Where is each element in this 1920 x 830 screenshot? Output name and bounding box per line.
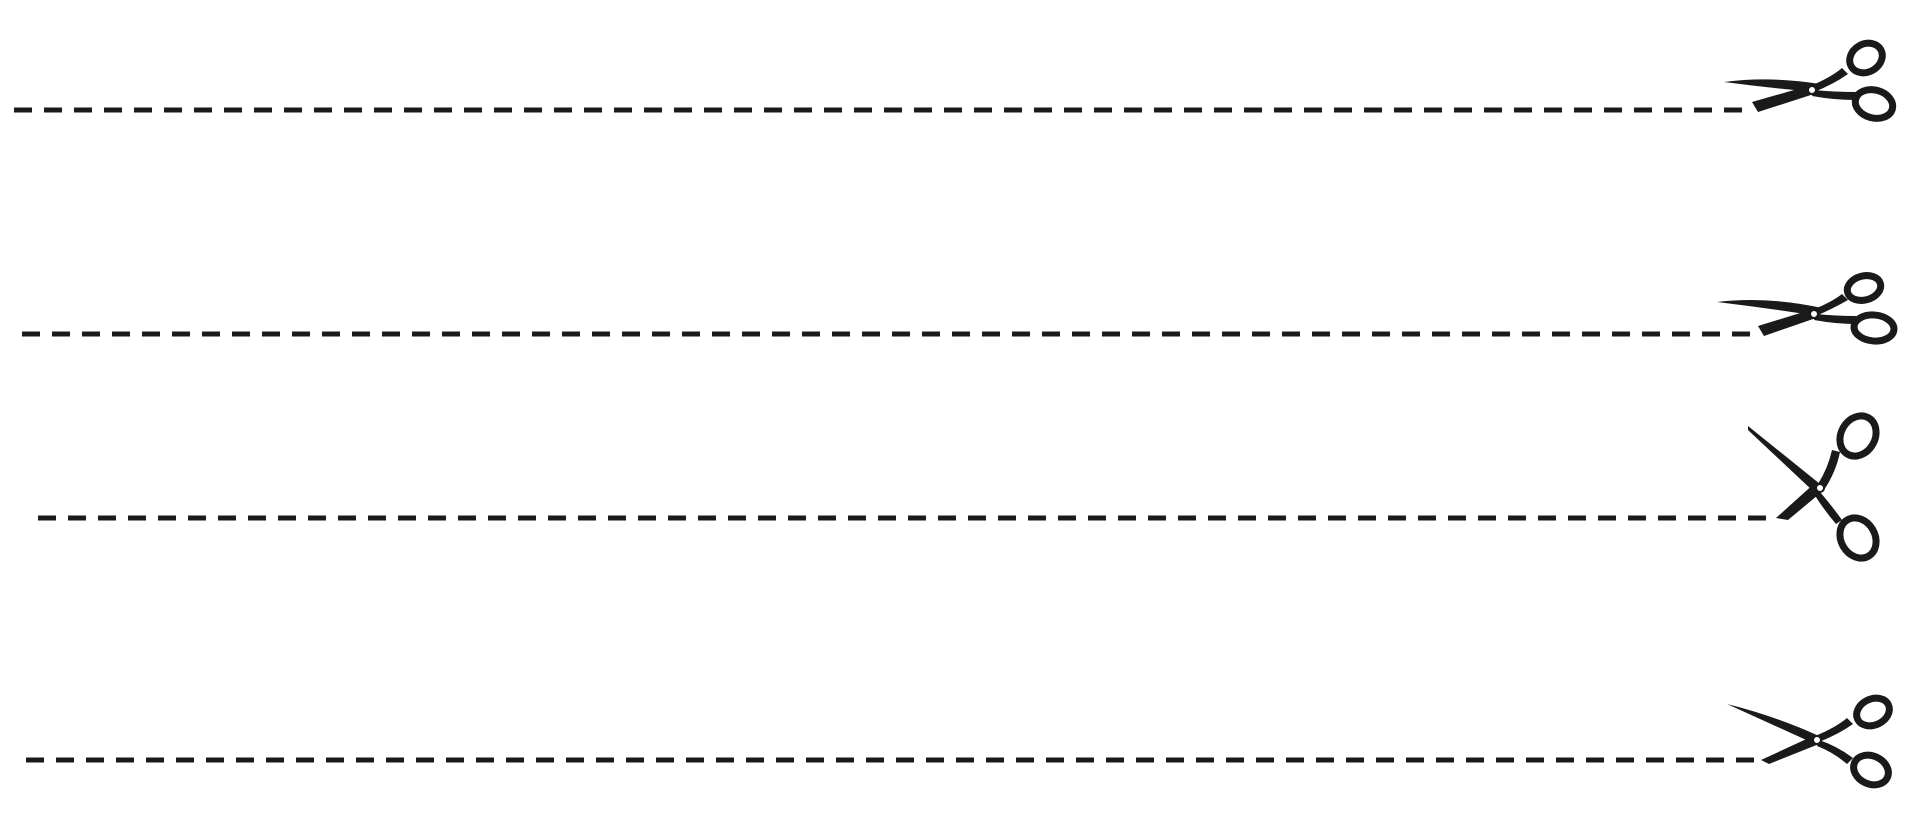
- scissors-icon: [1748, 412, 1880, 562]
- cut-line-4-graphic: [26, 694, 1893, 789]
- cut-line-2: [0, 254, 1920, 394]
- cut-line-1: [0, 30, 1920, 170]
- cut-line-1-graphic: [14, 39, 1897, 122]
- cut-line-4: [0, 690, 1920, 830]
- scissors-icon: [1717, 272, 1898, 345]
- cut-line-3-graphic: [38, 412, 1880, 562]
- scissors-icon: [1727, 694, 1893, 789]
- cut-line-2-graphic: [22, 272, 1898, 345]
- scissors-icon: [1724, 39, 1897, 122]
- cut-line-3: [0, 412, 1920, 578]
